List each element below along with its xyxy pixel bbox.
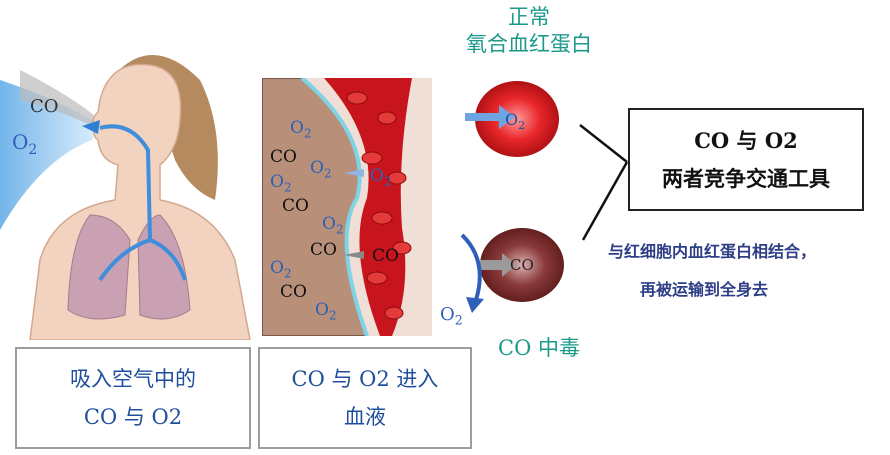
- co-poisoning-label: CO 中毒: [498, 336, 580, 360]
- vessel-label-3: O2: [310, 158, 332, 181]
- co-binding-arrow: [480, 253, 516, 277]
- blood-vessel-illustration: [262, 78, 432, 336]
- rbc-o2-label: O2: [505, 110, 526, 133]
- vessel-label-6: O2: [322, 214, 344, 237]
- competition-box: CO 与 O2 两者竞争交通工具: [628, 108, 864, 211]
- o2-enter-arrow: [344, 169, 364, 177]
- co-label: CO: [30, 96, 59, 117]
- note-line-2: 再被运输到全身去: [640, 280, 769, 299]
- vessel-label-10: O2: [315, 300, 337, 323]
- left-lung: [67, 214, 131, 320]
- caption-enter-blood: CO 与 O2 进入 血液: [258, 347, 472, 449]
- vessel-label-5: CO: [282, 196, 309, 216]
- o2-binding-arrow: [465, 105, 515, 129]
- inhale-arrow: [82, 120, 100, 134]
- co-enter-arrow: [344, 251, 364, 259]
- o2-release-arrowhead: [466, 297, 484, 313]
- co-air-stream: [20, 70, 100, 128]
- caption-inhaled-air: 吸入空气中的 CO 与 O2: [15, 347, 251, 449]
- o2-release-curve: [460, 233, 482, 301]
- vessel-label-11: O2: [370, 166, 392, 189]
- note-line-1: 与红细胞内血红蛋白相结合，: [608, 242, 817, 261]
- normal-oxyhemoglobin-label: 正常 氧合血红蛋白: [466, 5, 592, 56]
- vessel-label-9: CO: [280, 282, 307, 302]
- vessel-label-7: CO: [310, 240, 337, 260]
- vessel-label-1: O2: [290, 118, 312, 141]
- vessel-label-12: CO: [372, 246, 399, 266]
- vessel-label-4: O2: [270, 172, 292, 195]
- airway: [98, 124, 187, 282]
- oxygenated-rbc: [465, 81, 559, 157]
- respiratory-illustration: [0, 55, 251, 340]
- rbc-co-label: CO: [510, 256, 534, 274]
- co-bound-rbc: [460, 228, 564, 313]
- bracket-lines: [579, 124, 629, 241]
- vessel-label-2: CO: [270, 147, 297, 167]
- vessel-lumen: [324, 78, 412, 336]
- o2-label: O2: [12, 130, 38, 158]
- released-o2-label: O2: [440, 304, 463, 328]
- vessel-label-8: O2: [270, 258, 292, 281]
- red-blood-cells: [346, 91, 412, 320]
